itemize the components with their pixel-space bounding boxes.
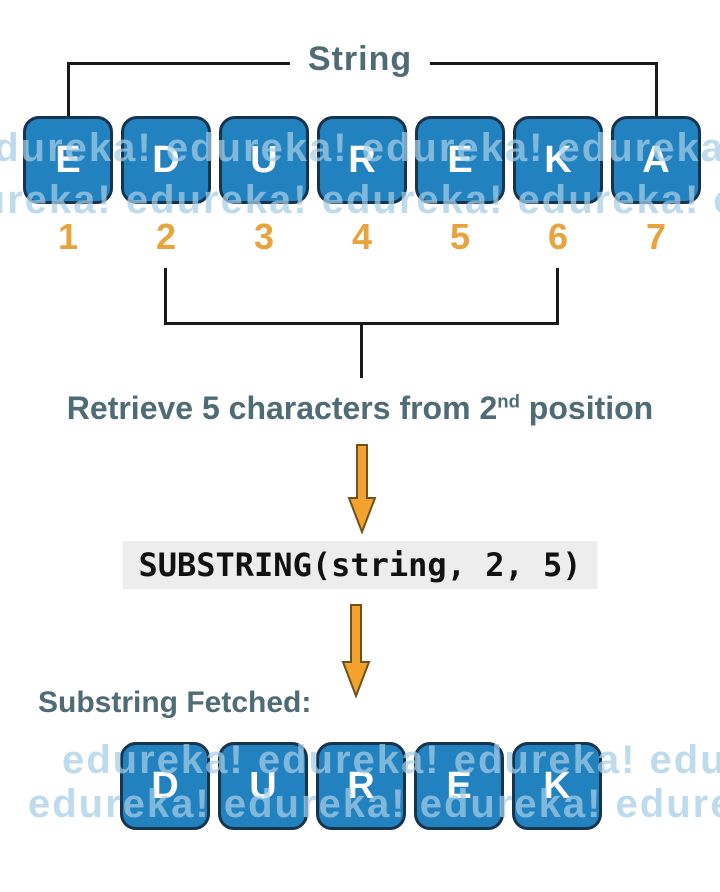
position-number: 2 [155, 216, 177, 257]
letter-box: E [415, 116, 505, 204]
selection-bracket-left [164, 268, 167, 325]
down-arrow-icon [341, 604, 371, 703]
letter-box: A [611, 116, 701, 204]
down-arrow-icon [347, 444, 377, 539]
annotation-text: Retrieve 5 characters from 2nd position [0, 390, 720, 427]
position-number: 5 [449, 216, 471, 257]
string-title: String [289, 40, 431, 79]
position-number: 3 [253, 216, 275, 257]
letter-box: E [414, 742, 504, 830]
position-number: 1 [57, 216, 79, 257]
string-bracket-left-drop [67, 62, 70, 118]
letter-box: U [218, 742, 308, 830]
letter-box: K [513, 116, 603, 204]
selection-bracket-right [556, 268, 559, 325]
position-number: 7 [645, 216, 667, 257]
letter-box: E [23, 116, 113, 204]
letter-box: R [317, 116, 407, 204]
letter-box: D [121, 116, 211, 204]
substring-code-expression: SUBSTRING(string, 2, 5) [122, 541, 598, 589]
annotation-suffix: position [519, 390, 654, 426]
selection-bracket-stem [360, 322, 363, 378]
annotation-ordinal-suffix: nd [497, 390, 520, 412]
letter-box: K [512, 742, 602, 830]
position-number: 4 [351, 216, 373, 257]
letter-box: R [316, 742, 406, 830]
string-bracket-right-drop [655, 62, 658, 118]
position-number: 6 [547, 216, 569, 257]
letter-box: D [120, 742, 210, 830]
substring-fetched-label: Substring Fetched: [38, 686, 312, 719]
letter-box: U [219, 116, 309, 204]
annotation-prefix: Retrieve 5 characters from 2 [66, 390, 498, 426]
position-number-row: 1 2 3 4 5 6 7 [23, 216, 701, 258]
